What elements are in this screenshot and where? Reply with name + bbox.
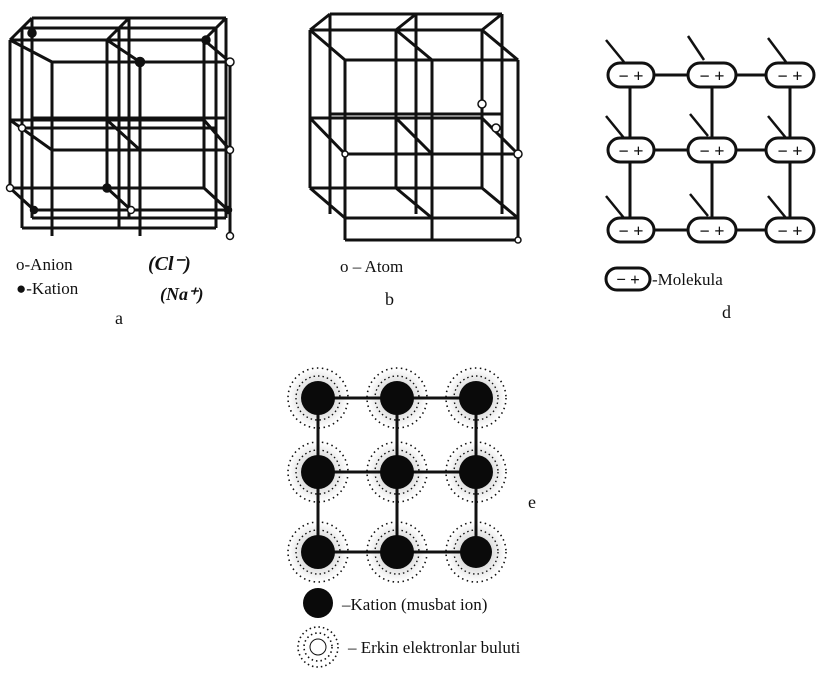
cation-ball	[301, 535, 335, 569]
cation-ball	[459, 381, 493, 415]
cation-legend: ●-Kation	[16, 279, 79, 298]
molecule-sign: − +	[618, 221, 643, 241]
lattice-b-depth-layer	[343, 58, 520, 242]
cation-dot	[134, 56, 146, 68]
lattice-b-connectors	[308, 12, 520, 156]
molecule-capsule	[686, 61, 738, 89]
cation-ball	[380, 455, 414, 489]
anion-dot	[17, 123, 27, 133]
panel-b-atomic-lattice	[308, 12, 523, 244]
cation-ball	[301, 455, 335, 489]
lattice-a-ions	[5, 28, 235, 241]
anion-dot	[5, 183, 15, 193]
molecule-capsule	[606, 61, 656, 89]
anion-legend: o-Anion	[16, 255, 73, 274]
molecule-sign: − +	[699, 66, 724, 86]
cation-ball	[459, 455, 493, 489]
molecule-sign: − +	[777, 141, 802, 161]
atom-dot	[491, 123, 501, 133]
atom-dot	[514, 236, 522, 244]
cation-dot	[29, 205, 39, 215]
molecule-sign: − +	[777, 221, 802, 241]
lattice-b-atoms	[341, 99, 523, 244]
molecule-capsule	[764, 216, 816, 244]
panel-a-caption: a	[115, 308, 123, 328]
anion-dot	[225, 231, 235, 241]
anion-dot	[126, 205, 136, 215]
cloud-legend-symbol	[297, 626, 339, 668]
atom-dot	[341, 150, 349, 158]
molecule-legend-sign: − +	[616, 270, 640, 289]
cation-legend-symbol	[303, 588, 333, 618]
molecule-capsule	[764, 61, 816, 89]
lattice-e-electron-clouds-inner	[295, 375, 499, 575]
lattice-d-molecules	[606, 61, 816, 244]
molecule-sign: − +	[777, 66, 802, 86]
panel-e-metallic-lattice	[287, 367, 507, 583]
lattice-e-cations	[301, 381, 493, 569]
molecule-capsule	[686, 136, 738, 164]
cation-ball	[301, 381, 335, 415]
atom-legend: o – Atom	[340, 257, 403, 276]
cation-ball	[380, 535, 414, 569]
cation-dot	[201, 35, 211, 45]
molecule-capsule	[686, 216, 738, 244]
cation-formula: (Na⁺)	[160, 284, 204, 305]
molecule-sign: − +	[699, 141, 724, 161]
cation-dot	[223, 205, 233, 215]
electron-cloud-legend: – Erkin elektronlar buluti	[347, 638, 521, 657]
panel-b-caption: b	[385, 289, 394, 309]
lattice-d-dipole-ticks	[605, 35, 787, 219]
molecule-legend-symbol: − +	[604, 266, 652, 292]
molecule-sign: − +	[618, 66, 643, 86]
panel-e-caption: e	[528, 492, 536, 512]
panel-d-molecular-lattice: − + − + − + − + − + − + − + − + − +	[605, 35, 816, 244]
panel-d-caption: d	[722, 302, 731, 322]
molecule-capsule	[764, 136, 816, 164]
cation-dot	[102, 183, 112, 193]
atom-dot	[477, 99, 487, 109]
anion-dot	[225, 145, 235, 155]
cation-ball	[380, 381, 414, 415]
cation-ball	[460, 536, 492, 568]
anion-dot	[225, 57, 235, 67]
molecule-sign: − +	[618, 141, 643, 161]
lattice-e-electron-clouds	[287, 367, 507, 583]
atom-dot	[513, 149, 523, 159]
cation-dot	[27, 28, 37, 38]
molecule-legend: -Molekula	[652, 270, 723, 289]
molecule-capsule	[606, 136, 656, 164]
lattice-d-molecule-signs: − + − + − + − + − + − + − + − + − +	[618, 66, 802, 241]
metal-cation-legend: –Kation (musbat ion)	[341, 595, 487, 614]
panel-a-ionic-lattice	[5, 16, 235, 241]
anion-formula: (Cl⁻)	[148, 253, 191, 275]
molecule-capsule	[606, 216, 656, 244]
lattice-b-back-face	[328, 12, 504, 214]
molecule-sign: − +	[699, 221, 724, 241]
